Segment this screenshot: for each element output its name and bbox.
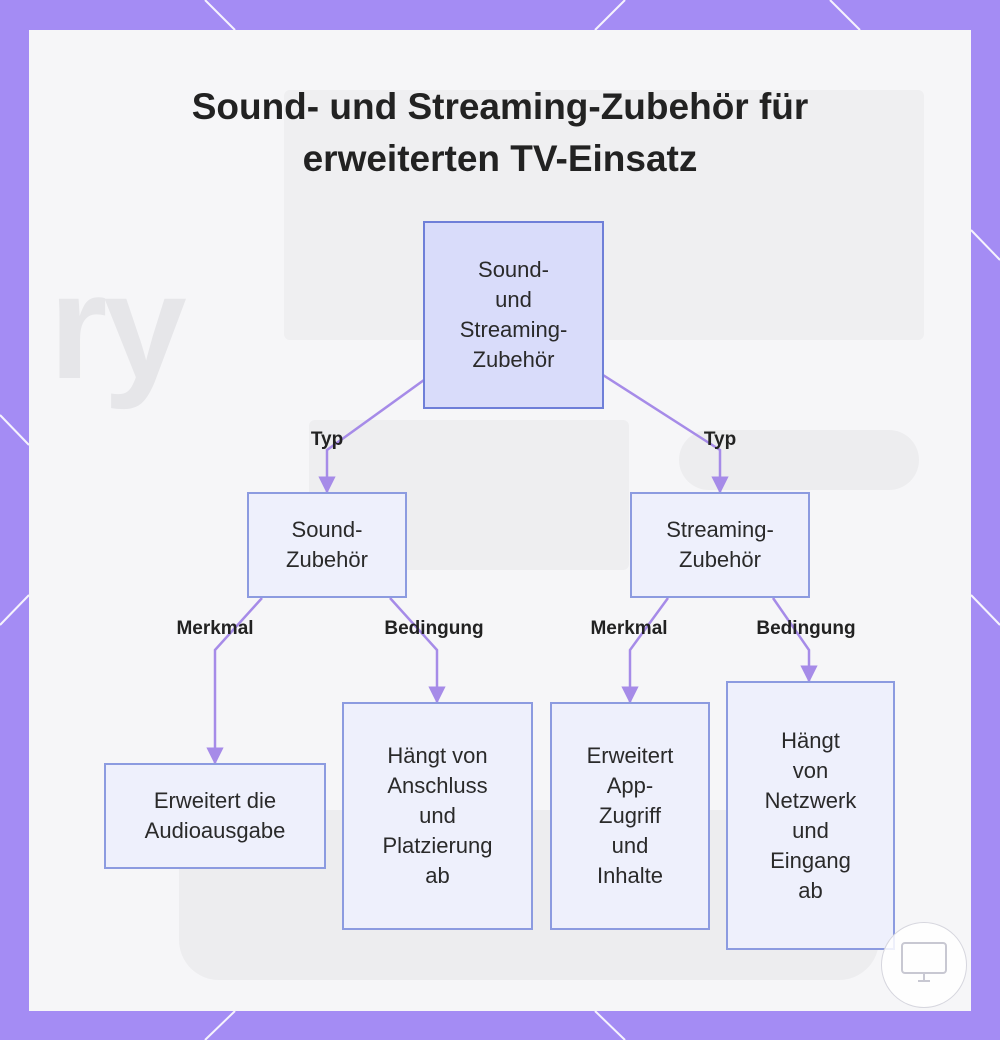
node-streaming-condition: Hängt von Netzwerk und Eingang ab	[726, 681, 895, 950]
edge-streaming-to-feature	[621, 597, 670, 704]
node-root: Sound- und Streaming- Zubehör	[423, 221, 604, 409]
background-ghost-text: ry	[49, 242, 187, 410]
edge-root-to-sound	[318, 378, 425, 494]
tv-icon	[901, 942, 947, 982]
node-sound: Sound- Zubehör	[247, 492, 407, 598]
node-streaming-label: Streaming- Zubehör	[666, 517, 774, 572]
background-ghost-tv	[284, 90, 924, 340]
edge-label-typ-right: Typ	[703, 429, 737, 450]
edge-sound-to-condition	[389, 597, 446, 704]
diagram-title-line-2: erweiterten TV-Einsatz	[302, 138, 698, 179]
edge-label-bedingung-right: Bedingung	[756, 618, 856, 639]
edge-root-to-streaming	[602, 373, 729, 494]
node-streaming-condition-label: Hängt von Netzwerk und Eingang ab	[764, 727, 857, 903]
node-root-label: Sound- und Streaming- Zubehör	[459, 257, 568, 372]
diagram-title-line-1: Sound- und Streaming-Zubehör für	[191, 86, 809, 127]
watermark-badge	[881, 922, 967, 1008]
node-sound-condition: Hängt von Anschluss und Platzierung ab	[342, 702, 533, 930]
edge-label-bedingung-left: Bedingung	[384, 618, 484, 639]
node-streaming-feature-label: Erweitert App- Zugriff und Inhalte	[586, 743, 674, 888]
edge-label-merkmal-right: Merkmal	[590, 618, 668, 639]
edge-label-typ-left: Typ	[310, 429, 344, 450]
node-sound-label: Sound- Zubehör	[286, 517, 368, 572]
edge-streaming-to-condition	[771, 597, 818, 683]
node-sound-condition-label: Hängt von Anschluss und Platzierung ab	[382, 743, 493, 888]
node-sound-feature: Erweitert die Audioausgabe	[104, 763, 326, 869]
node-sound-feature-label: Erweitert die Audioausgabe	[144, 788, 286, 843]
edge-label-merkmal-left: Merkmal	[176, 618, 254, 639]
node-streaming-feature: Erweitert App- Zugriff und Inhalte	[550, 702, 710, 930]
node-streaming: Streaming- Zubehör	[630, 492, 810, 598]
edge-sound-to-feature	[206, 597, 263, 765]
